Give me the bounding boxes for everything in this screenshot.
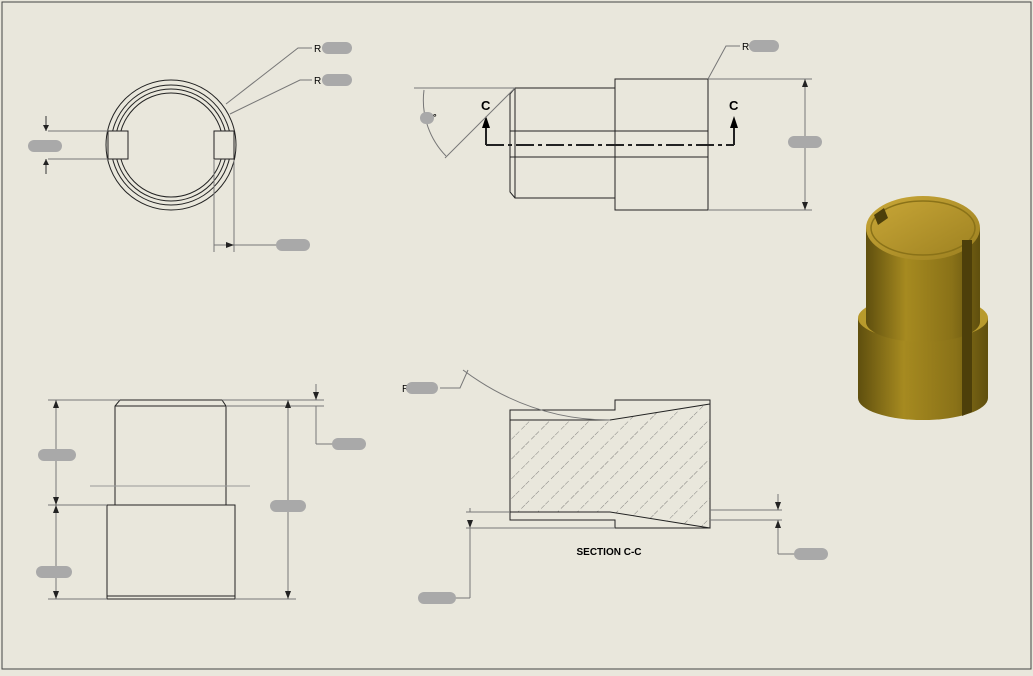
redacted-dimension: [276, 239, 310, 251]
redacted-dimension: [794, 548, 828, 560]
redacted-dimension: [406, 382, 438, 394]
side-view: [48, 384, 334, 600]
redacted-dimension: [38, 449, 76, 461]
redacted-dimension: [332, 438, 366, 450]
top-view: [43, 47, 312, 252]
section-view: [440, 369, 796, 599]
redacted-dimension: [322, 42, 352, 54]
front-view: [414, 45, 812, 211]
redacted-dimension: [28, 140, 62, 152]
radius-prefix-label: R: [742, 42, 749, 53]
radius-prefix-label: R: [314, 44, 321, 55]
redacted-dimension: [788, 136, 822, 148]
radius-prefix-label: R: [314, 76, 321, 87]
redacted-dimension: [749, 40, 779, 52]
section-marker-left: C: [481, 98, 491, 113]
redacted-dimension: [270, 500, 306, 512]
redacted-dimension: [420, 112, 434, 124]
section-marker-right: C: [729, 98, 739, 113]
redacted-dimension: [36, 566, 72, 578]
radius-prefix-label: R: [402, 384, 409, 395]
redacted-dimension: [322, 74, 352, 86]
angle-symbol: °: [433, 112, 437, 122]
isometric-part-render: [858, 196, 988, 420]
section-title: SECTION C-C: [577, 547, 642, 558]
redacted-dimension: [418, 592, 456, 604]
